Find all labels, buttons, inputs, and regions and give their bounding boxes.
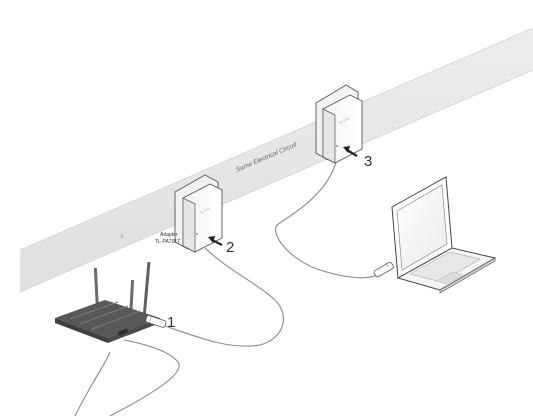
pointer-arrow-icon [208,236,223,246]
router-icon [55,262,160,343]
cables [74,154,379,416]
step-number-2: 2 [226,239,234,256]
pointer-arrow-icon [343,146,358,157]
brand-logo-1: tp-link [199,206,211,215]
step-number-3: 3 [364,153,372,170]
outlet-mark [120,234,123,239]
brand-logo-2: tp-link [338,116,350,125]
step-number-1: 1 [167,314,175,331]
powerline-adapter-2: tp-link [315,84,363,164]
adapter-model: TL-PA7017 [155,239,180,245]
wall-strip [19,27,533,293]
router-ethernet-plug [145,315,167,328]
powerline-adapter-1: tp-link [174,174,223,253]
laptop-icon [391,176,497,294]
laptop-ethernet-plug [373,261,394,278]
adapter-title: Adapter [160,232,178,238]
